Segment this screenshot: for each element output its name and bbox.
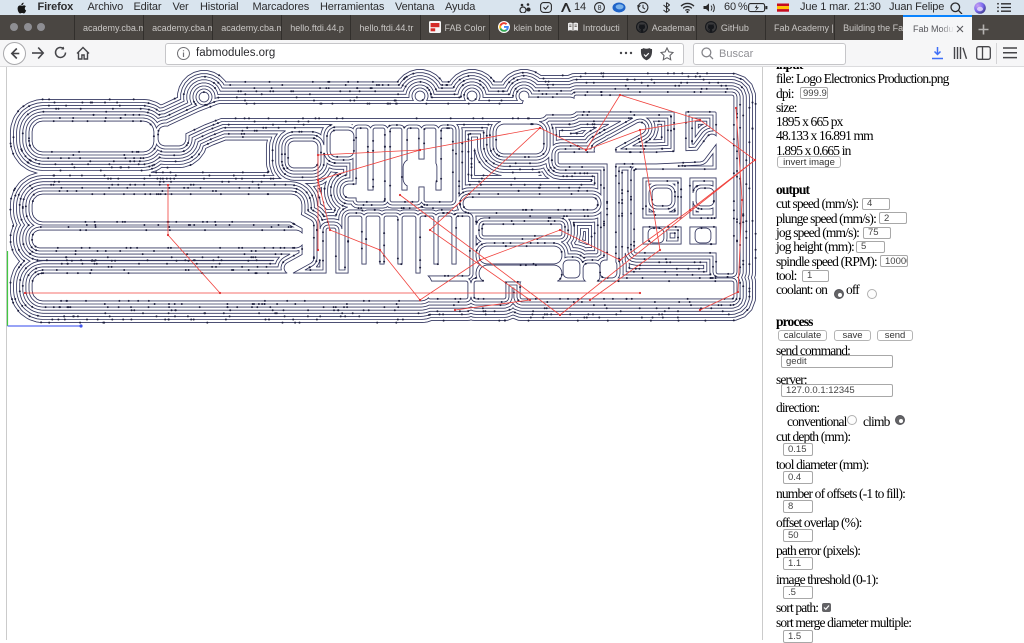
svg-text:8: 8	[598, 5, 602, 12]
